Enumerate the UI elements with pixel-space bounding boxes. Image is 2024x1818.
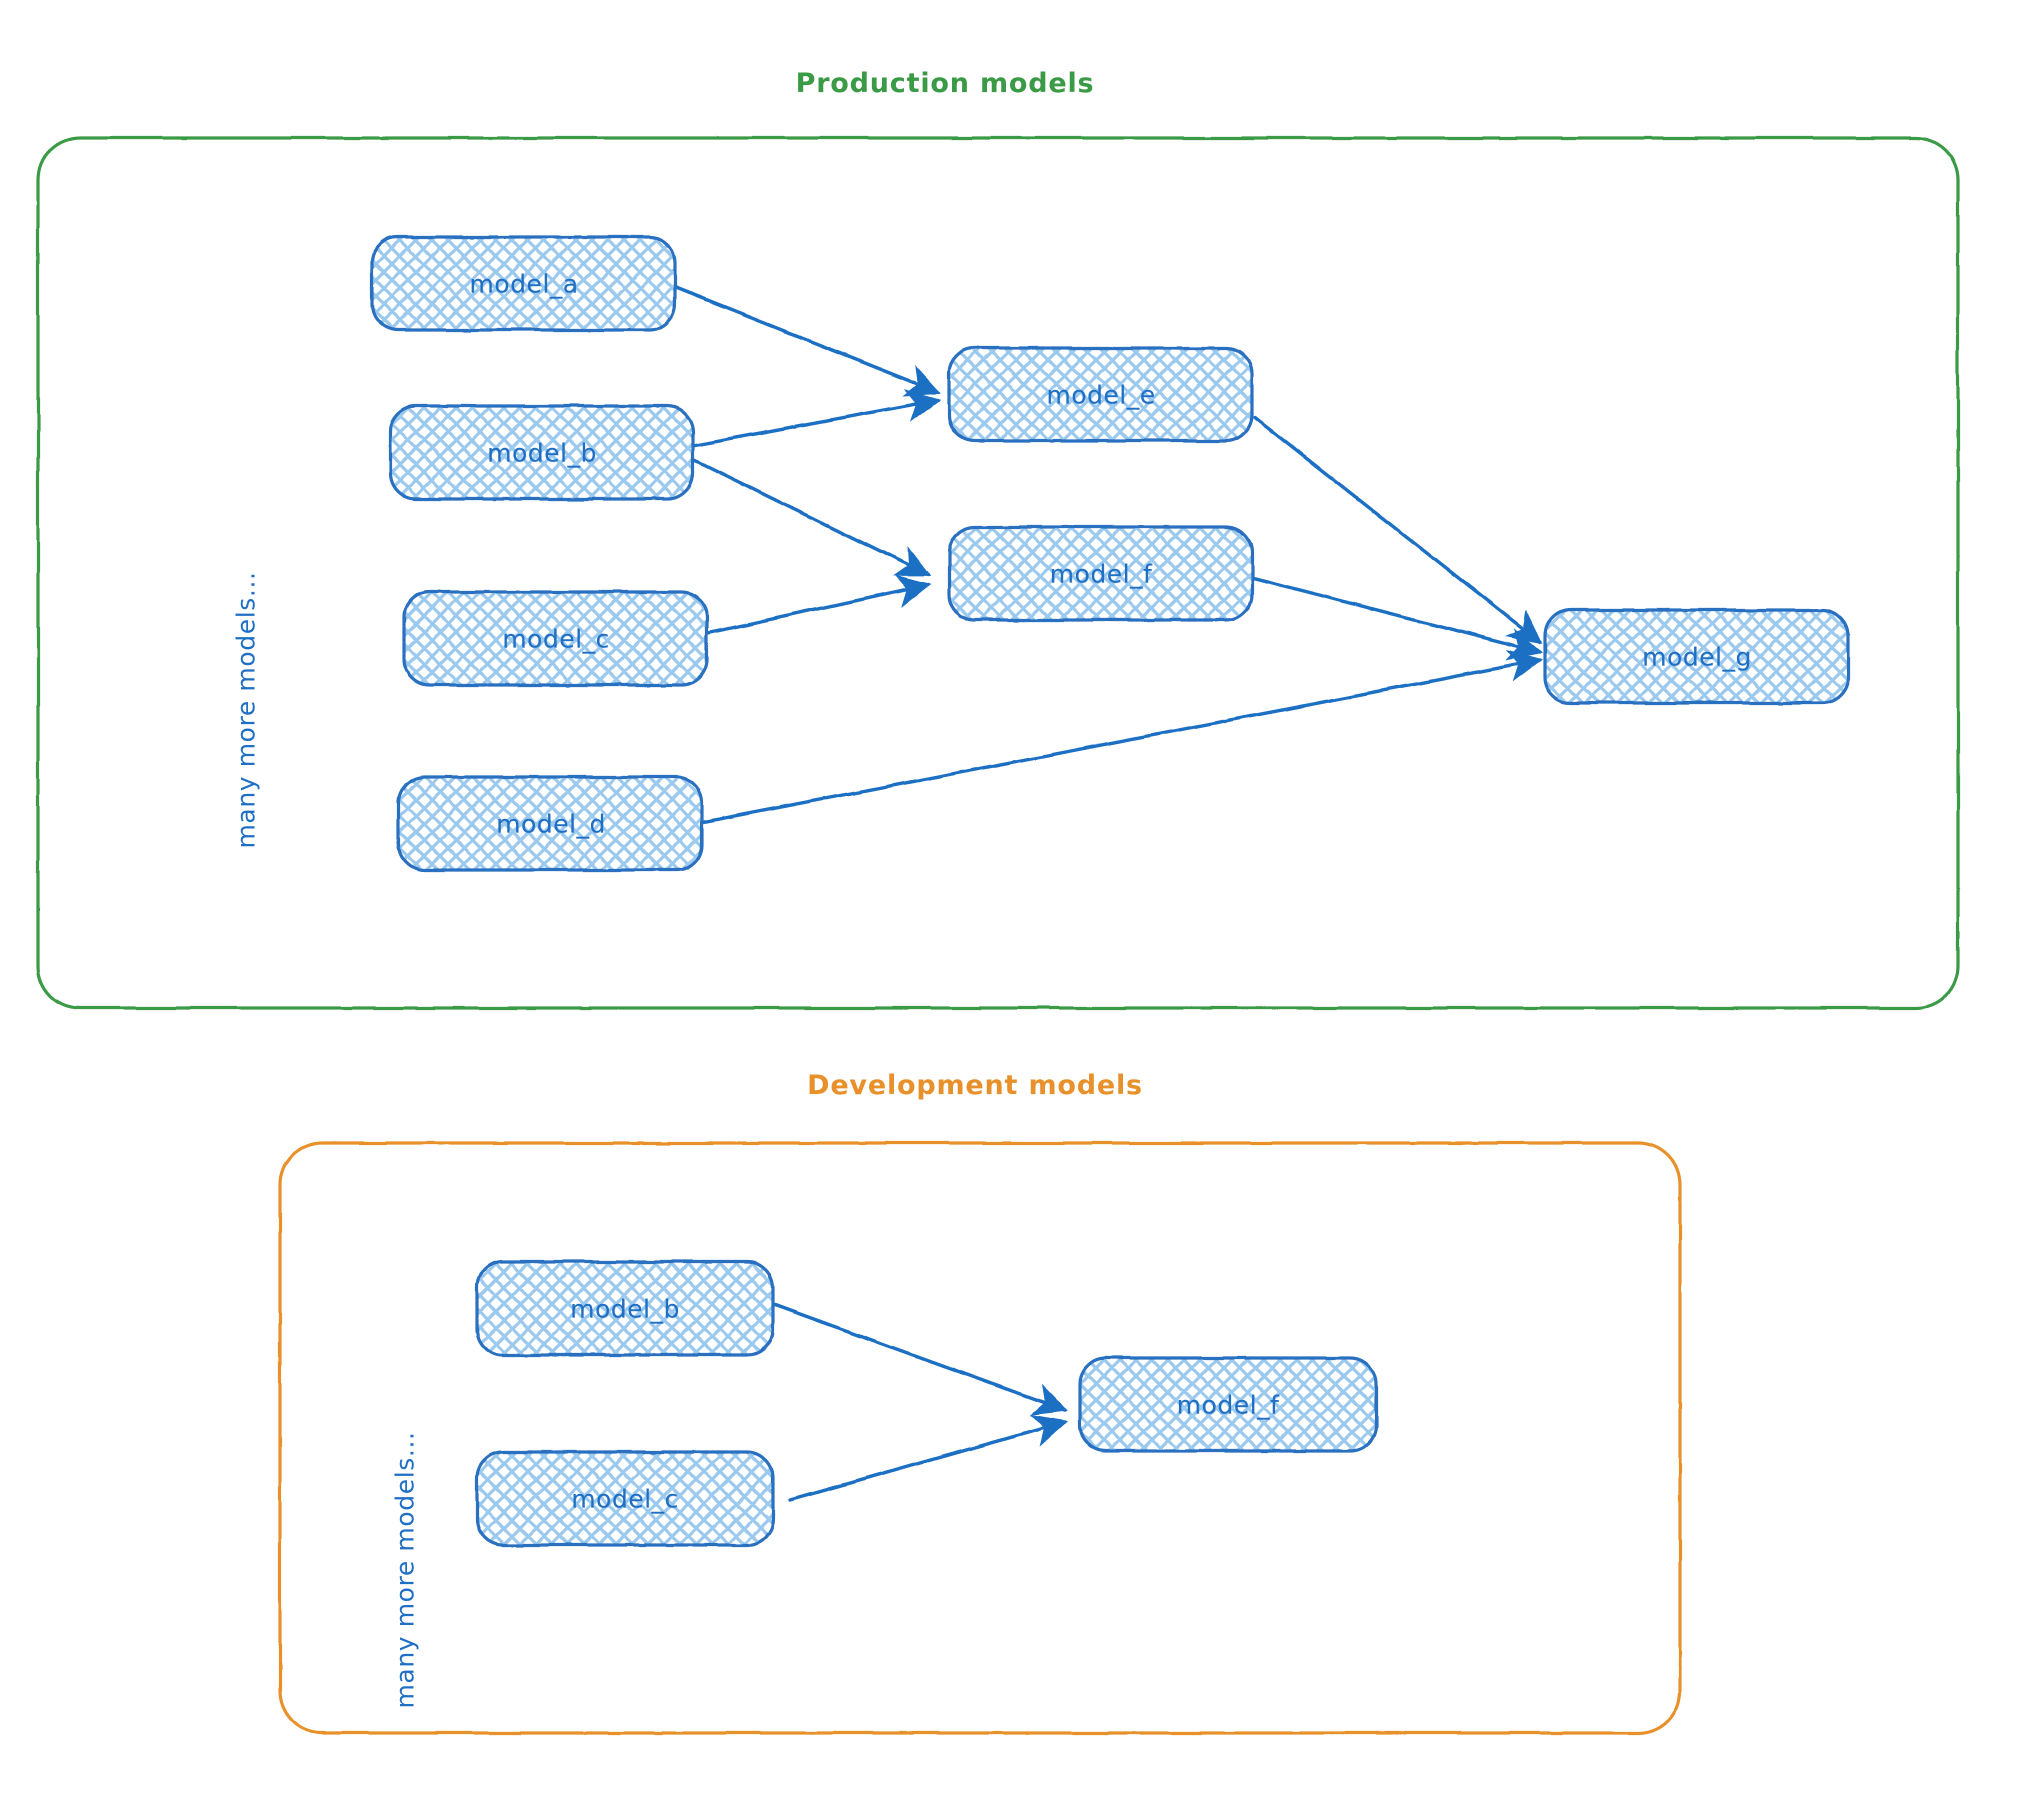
node-model-g[interactable] (1543, 608, 1850, 705)
edge-model-e-to-model-g (1253, 416, 1543, 644)
node-dev-model-f[interactable] (1078, 1356, 1378, 1453)
node-label-dev-model-f: model_f (1176, 1390, 1280, 1420)
edge-model-b-to-model-f (692, 458, 931, 577)
production-panel-border (36, 136, 1960, 1010)
node-label-model-b: model_b (487, 438, 597, 468)
production-panel-title: Production models (795, 68, 1095, 99)
node-label-model-g: model_g (1642, 642, 1752, 672)
development-panel-title: Development models (807, 1070, 1143, 1101)
development-nodes (475, 1260, 1378, 1547)
edge-model-c-to-model-f (706, 575, 932, 635)
node-label-model-a: model_a (469, 269, 579, 299)
edge-dev-model-b-to-dev-model-f (773, 1303, 1068, 1416)
node-model-e[interactable] (947, 346, 1254, 443)
node-model-b[interactable] (388, 404, 695, 501)
node-model-d[interactable] (397, 775, 704, 872)
node-label-dev-model-c: model_c (571, 1484, 679, 1514)
development-panel-border (278, 1141, 1682, 1735)
node-dev-model-c[interactable] (475, 1450, 775, 1547)
edge-dev-model-c-to-dev-model-f (788, 1414, 1068, 1502)
node-label-dev-model-b: model_b (570, 1294, 680, 1324)
edge-model-a-to-model-e (674, 286, 941, 397)
production-nodes (370, 235, 1850, 872)
node-model-c[interactable] (402, 590, 709, 687)
node-label-model-e: model_e (1046, 380, 1156, 410)
node-label-model-f: model_f (1049, 559, 1153, 589)
development-side-label: many more models... (390, 1431, 420, 1709)
node-model-a[interactable] (370, 235, 677, 332)
production-side-label: many more models... (231, 571, 261, 849)
edge-model-d-to-model-g (702, 649, 1544, 824)
node-dev-model-b[interactable] (475, 1260, 775, 1357)
production-edges (674, 286, 1544, 824)
development-edges (773, 1303, 1068, 1502)
edge-model-f-to-model-g (1251, 576, 1544, 661)
node-label-model-d: model_d (496, 809, 606, 839)
node-model-f[interactable] (947, 525, 1254, 622)
node-label-model-c: model_c (502, 624, 610, 654)
edge-model-b-to-model-e (688, 389, 942, 448)
